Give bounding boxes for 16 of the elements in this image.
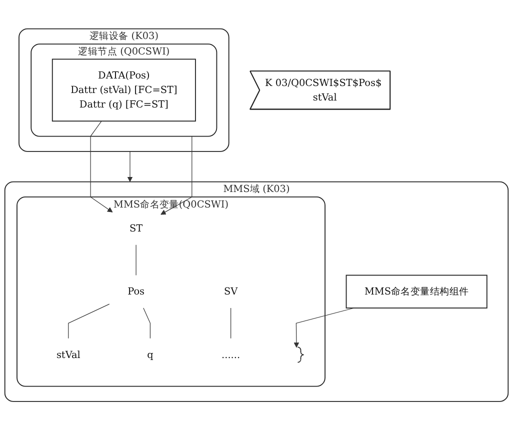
arrow: [294, 308, 354, 348]
node-text: stVal: [56, 349, 80, 361]
arrow: [90, 121, 113, 213]
node-box: MMS命名变量结构组件: [346, 275, 488, 309]
node-text: SV: [224, 286, 238, 298]
node-brace: [297, 347, 304, 364]
connector: [68, 304, 110, 339]
node-text: q: [147, 349, 154, 361]
arrow: [160, 136, 192, 216]
node-text: ST: [129, 222, 143, 234]
connector: [230, 308, 232, 339]
connector: [143, 308, 151, 339]
node-box: DATA(Pos) Dattr (stVal) [FC=ST] Dattr (q) [FC=ST]: [52, 59, 196, 122]
node-text: ......: [222, 349, 240, 361]
arrow: [127, 151, 133, 182]
node-text: Pos: [128, 286, 145, 298]
